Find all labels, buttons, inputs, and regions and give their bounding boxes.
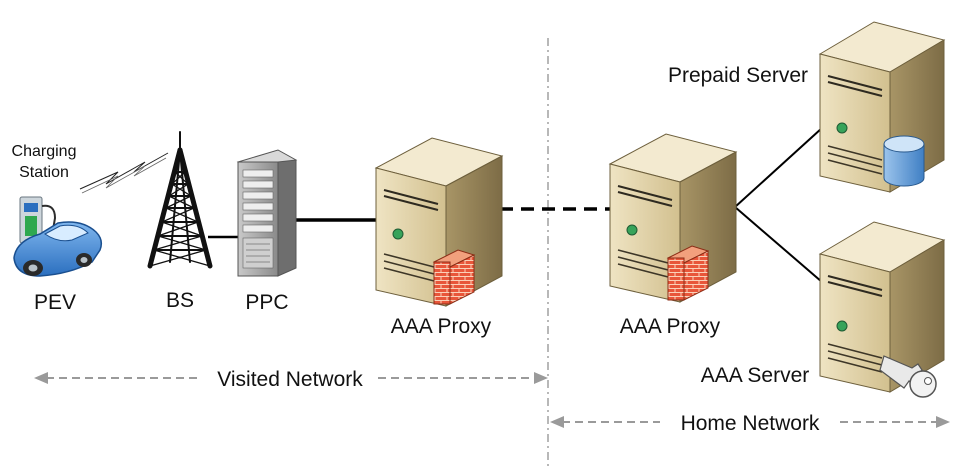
- wireless-link: [79, 152, 169, 190]
- link-proxy-prepaid: [734, 127, 823, 208]
- charging-station-label-line2: Station: [19, 164, 69, 181]
- ppc-label: PPC: [245, 291, 288, 314]
- aaa-proxy-home-label: AAA Proxy: [620, 315, 721, 338]
- charging-station-label-line1: Charging: [12, 143, 77, 160]
- aaa-server-label: AAA Server: [701, 364, 810, 387]
- firewall-icon: [666, 245, 710, 301]
- server-icon: [818, 221, 946, 393]
- database-icon: [883, 135, 925, 187]
- visited-network-label: Visited Network: [217, 368, 363, 391]
- home-network-span: Home Network: [550, 412, 950, 435]
- bs-label: BS: [166, 289, 194, 312]
- visited-network-span: Visited Network: [34, 368, 548, 391]
- car-icon: [13, 221, 103, 277]
- radio-tower-icon: [147, 131, 213, 269]
- firewall-icon: [432, 249, 476, 305]
- aaa-proxy-visited-label: AAA Proxy: [391, 315, 492, 338]
- key-icon: [879, 355, 937, 398]
- prepaid-server-label: Prepaid Server: [668, 64, 808, 87]
- server-rack-icon: [236, 149, 298, 277]
- link-proxy-aaaserver: [734, 206, 823, 283]
- server-icon: [818, 21, 946, 193]
- home-network-label: Home Network: [681, 412, 820, 435]
- pev-label: PEV: [34, 291, 76, 314]
